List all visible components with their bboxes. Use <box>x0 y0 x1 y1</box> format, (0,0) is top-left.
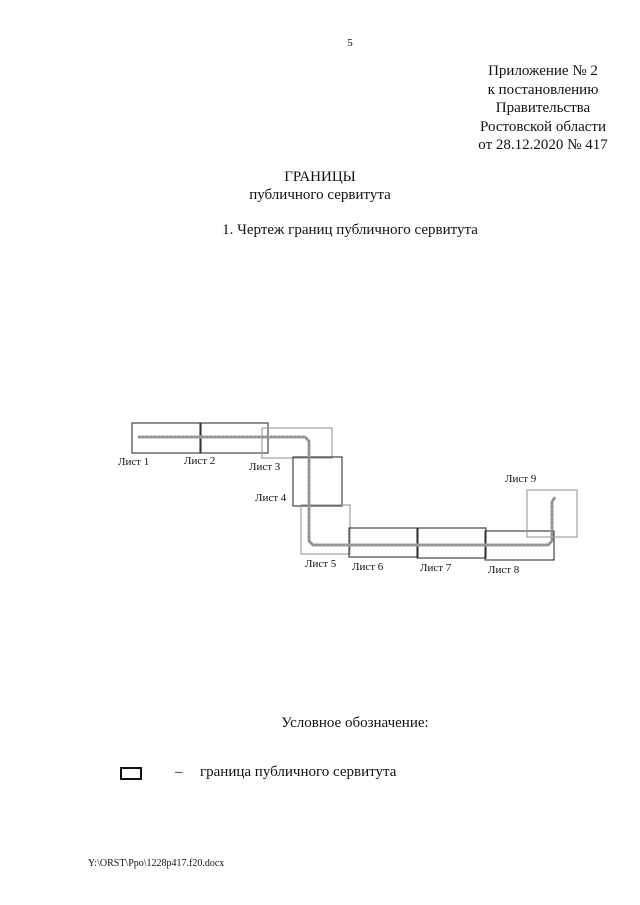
sheet-frame-5 <box>300 504 351 555</box>
legend-title: Условное обозначение: <box>281 715 429 731</box>
appendix-line: Ростовской области <box>480 118 606 135</box>
sheet-frame-4 <box>292 456 343 507</box>
boundary-rectangle-icon <box>120 767 142 780</box>
sheet-label-2: Лист 2 <box>184 455 215 467</box>
sheet-label-4: Лист 4 <box>255 492 287 504</box>
document-subtitle: публичного сервитута <box>249 187 391 203</box>
sheet-frame-8 <box>484 530 555 561</box>
sheet-label-7: Лист 7 <box>420 562 452 574</box>
sheet-frame-9 <box>526 489 578 538</box>
page-number: 5 <box>347 37 353 49</box>
servitude-route-line <box>138 435 557 547</box>
sheet-frames <box>131 422 578 561</box>
footer-file-path: Y:\ORST\Ppo\1228p417.f20.docx <box>88 858 225 869</box>
sheet-label-1: Лист 1 <box>118 456 149 468</box>
legend-text: граница публичного сервитута <box>200 764 397 780</box>
sheet-label-9: Лист 9 <box>505 473 537 485</box>
sheet-frame-6 <box>348 527 419 558</box>
sheet-frame-7 <box>416 527 487 559</box>
sheet-frame-2 <box>199 422 269 454</box>
sheet-label-3: Лист 3 <box>249 461 281 473</box>
appendix-header: Приложение № 2 к постановлению Правитель… <box>448 62 638 155</box>
sheet-frame-3 <box>261 427 333 459</box>
sheet-labels: Лист 1 Лист 2 Лист 3 Лист 4 Лист 5 Лист 6 Лист… <box>118 455 537 576</box>
sheet-label-8: Лист 8 <box>488 564 520 576</box>
sheet-frame-1 <box>131 422 202 454</box>
document-title: ГРАНИЦЫ <box>284 169 356 185</box>
appendix-line: Правительства <box>495 100 591 116</box>
sheet-label-5: Лист 5 <box>305 558 337 570</box>
section-title: 1. Чертеж границ публичного сервитута <box>222 222 478 238</box>
servitude-route-centerline <box>138 436 556 546</box>
sheet-label-6: Лист 6 <box>352 561 384 573</box>
legend-dash: – <box>175 764 183 780</box>
appendix-line: от 28.12.2020 № 417 <box>478 137 608 153</box>
appendix-line: Приложение № 2 <box>488 63 598 79</box>
appendix-line: к постановлению <box>487 81 599 98</box>
